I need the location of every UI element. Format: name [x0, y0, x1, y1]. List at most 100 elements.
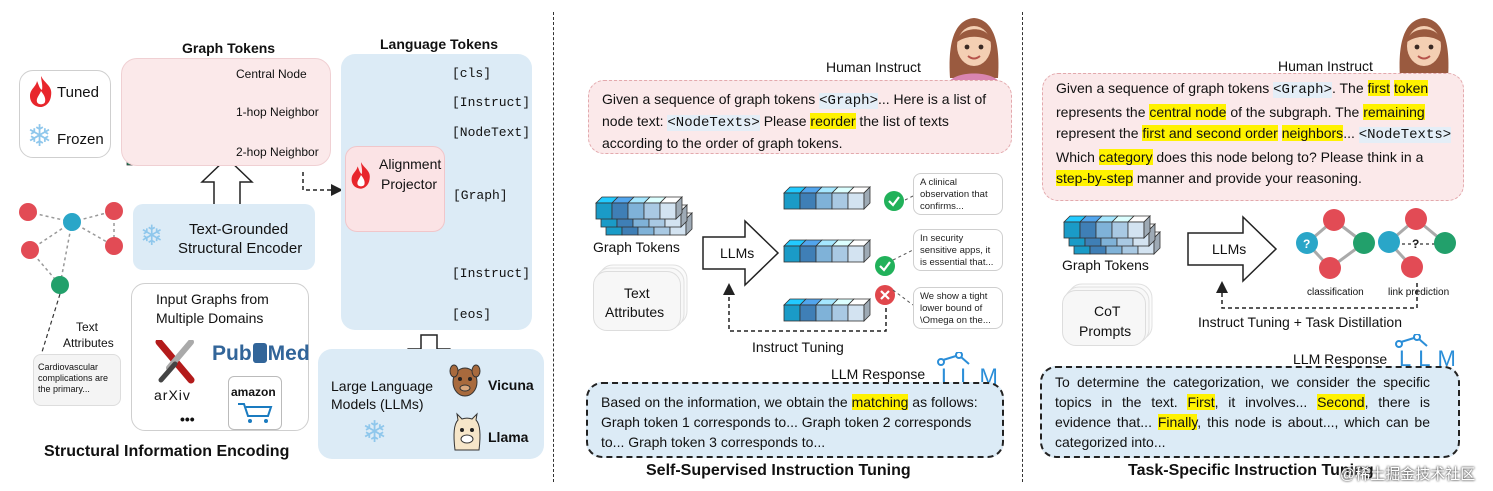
graph-tokens-label-middle: Graph Tokens [593, 239, 680, 255]
text-attributes-middle-1: Text [624, 285, 650, 301]
encoder-up-arrow [200, 156, 254, 206]
distill-label: Instruct Tuning + Task Distillation [1198, 314, 1403, 330]
text-attributes-card-middle [593, 271, 681, 331]
output-bubble-2: In security sensitive apps, it is essent… [913, 229, 1003, 271]
text-attributes-middle-2: Attributes [605, 304, 665, 320]
input-graphs-line2: Multiple Domains [156, 310, 264, 326]
response-box-middle [586, 382, 1004, 458]
cube-stack-right [1063, 215, 1151, 239]
input-graphs-line1: Input Graphs from [156, 291, 269, 307]
amazon-label: amazon [231, 385, 276, 399]
bubble-connector [904, 195, 914, 201]
llm-box [318, 349, 544, 459]
vicuna-label: Vicuna [488, 377, 534, 393]
projector-label-1: Alignment [379, 156, 442, 172]
token-eos: [eos] [452, 307, 492, 322]
central-node-label: Central Node [236, 67, 307, 81]
svg-text:?: ? [1412, 237, 1419, 251]
llm-label-2: Models (LLMs) [331, 396, 424, 412]
encoder-label-2: Structural Encoder [178, 240, 303, 257]
svg-text:LLM: LLM [1399, 346, 1463, 368]
token-nodetext: [NodeText] [452, 125, 531, 140]
alignment-projector-box [345, 146, 445, 232]
input-graph-icon [19, 202, 123, 353]
input-graphs-ellipsis: ••• [180, 411, 195, 427]
divider-left [553, 12, 554, 482]
encoder-label-1: Text-Grounded [189, 221, 289, 238]
llm-label-1: Large Language [331, 378, 433, 394]
amazon-cart-icon [236, 402, 274, 429]
instruct-text-middle: Given a sequence of graph tokens <Graph>… [602, 91, 987, 151]
classification-graph-icon: ? [1296, 209, 1375, 279]
hop1-label: 1-hop Neighbor [236, 105, 319, 119]
llm-response-label-right: LLM Response [1293, 351, 1388, 367]
text-attributes-label-1: Text [76, 320, 99, 334]
human-instruct-label-middle: Human Instruct [826, 59, 921, 75]
svg-text:?: ? [1303, 237, 1310, 251]
bubble-connector [892, 249, 914, 261]
left-caption: Structural Information Encoding [44, 443, 290, 460]
token-instruct-2: [Instruct] [452, 266, 531, 281]
frozen-snowflake-icon: ❄ [27, 120, 53, 153]
output-row-2 [783, 239, 871, 263]
distill-loop-right [1216, 281, 1418, 309]
link-prediction-graph-icon: ? [1378, 208, 1456, 278]
encoder-snowflake-icon: ❄ [140, 220, 164, 251]
output-bubble-3: We show a tight lower bound of \Omega on… [913, 287, 1003, 329]
text-attributes-label-2: Attributes [63, 336, 114, 350]
llm-snowflake-icon: ❄ [362, 416, 388, 449]
graph-to-projector-arrow [302, 172, 343, 196]
divider-right [1022, 12, 1023, 482]
llm-arrow-right [1187, 215, 1278, 283]
legend-tuned-label: Tuned [57, 84, 99, 101]
tuned-flame-icon [27, 74, 55, 113]
output-row-1 [783, 186, 871, 210]
response-text-middle: Based on the information, we obtain the … [601, 394, 978, 450]
token-instruct-1: [Instruct] [452, 95, 531, 110]
language-tokens-title: Language Tokens [380, 36, 498, 52]
middle-caption: Self-Supervised Instruction Tuning [646, 462, 911, 479]
cot-label-2: Prompts [1079, 323, 1132, 339]
token-graph: [Graph] [453, 188, 508, 203]
llms-label-middle: LLMs [720, 245, 755, 261]
response-box-right [1040, 366, 1460, 458]
legend-frozen-label: Frozen [57, 131, 104, 148]
check-icon [884, 191, 904, 211]
bubble-connector [892, 289, 914, 306]
response-text-right: To determine the categorization, we cons… [1055, 374, 1430, 450]
output-row-3 [783, 298, 871, 322]
llama-icon [450, 412, 484, 457]
token-cls: [cls] [452, 66, 492, 81]
cube-stack-middle [595, 196, 683, 220]
instruct-tuning-loop-middle [723, 283, 887, 332]
llm-response-label-middle: LLM Response [831, 366, 926, 382]
right-caption: Task-Specific Instruction Tuning [1128, 462, 1374, 479]
graph-tokens-label-right: Graph Tokens [1062, 257, 1149, 273]
structural-encoder-box [133, 204, 315, 270]
output-bubble-1: A clinical observation that confirms... [913, 173, 1003, 215]
text-attributes-content: Cardiovascular complications are the pri… [38, 362, 109, 394]
cot-label-1: CoT [1094, 303, 1121, 319]
human-instruct-label-right: Human Instruct [1278, 58, 1373, 74]
vicuna-icon [448, 363, 482, 404]
hop2-label: 2-hop Neighbor [236, 145, 319, 159]
arxiv-label: arXiv [154, 387, 191, 403]
llama-label: Llama [488, 429, 529, 445]
legend-box [19, 70, 111, 158]
cross-icon [875, 285, 895, 305]
projector-label-2: Projector [381, 176, 438, 192]
instruct-box-middle [588, 80, 1012, 154]
amazon-logo [228, 376, 282, 430]
human-avatar-middle [938, 8, 1010, 89]
text-attributes-card [33, 354, 121, 406]
watermark: @稀土掘金技术社区 [1340, 466, 1476, 483]
classification-label: classification [1307, 287, 1364, 298]
instruct-tuning-label-middle: Instruct Tuning [752, 339, 844, 355]
cot-prompts-card [1062, 290, 1146, 346]
instruct-text-right: Given a sequence of graph tokens <Graph>… [1056, 80, 1452, 186]
llms-label-right: LLMs [1212, 241, 1247, 257]
graph-tokens-title: Graph Tokens [182, 40, 276, 56]
link-prediction-label: link prediction [1388, 287, 1450, 298]
check-icon [875, 256, 895, 276]
